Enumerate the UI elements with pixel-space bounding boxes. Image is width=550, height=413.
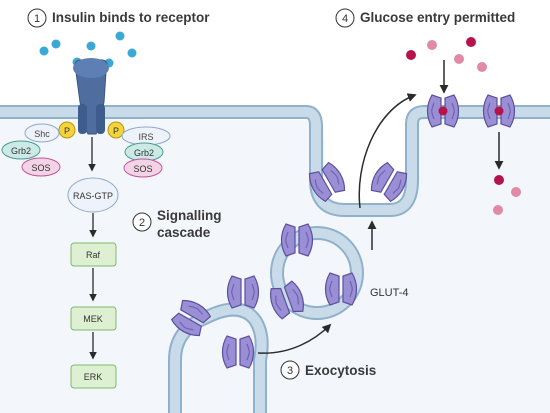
step-1-number: 1 — [34, 13, 40, 25]
glucose-in-transporter — [438, 106, 448, 116]
phospho-left-label: P — [64, 126, 70, 136]
insulin-receptor — [73, 58, 109, 135]
arrow-exocytosis — [257, 323, 332, 354]
glucose-molecules-inside — [493, 175, 521, 215]
step-2-badge — [132, 212, 152, 232]
glucose-in-transporter — [494, 106, 504, 116]
sos-right-protein — [123, 158, 163, 178]
step-4-number: 4 — [342, 13, 348, 25]
irs-label: IRS — [138, 132, 153, 142]
sos-right-label: SOS — [133, 164, 152, 174]
raf-box — [70, 242, 117, 267]
phospho-right-label: P — [113, 126, 119, 136]
arrow-vesicle-to-membrane — [358, 93, 417, 209]
step-3-label: Exocytosis — [305, 363, 376, 378]
sos-left-label: SOS — [31, 163, 50, 173]
step-4-badge — [335, 8, 355, 28]
erk-label: ERK — [84, 372, 103, 382]
step-4-label: Glucose entry permitted — [360, 10, 515, 25]
grb2-right-label: Grb2 — [134, 148, 154, 158]
erk-box — [70, 364, 117, 389]
phospho-right — [107, 121, 125, 139]
raf-label: Raf — [86, 250, 101, 260]
step-2-number: 2 — [139, 217, 145, 229]
step-3-badge — [280, 360, 300, 380]
step-1-badge — [27, 8, 47, 28]
ras-gtp-label: RAS-GTP — [73, 191, 113, 201]
grb2-left-protein — [1, 140, 41, 160]
step-3-number: 3 — [287, 365, 293, 377]
phospho-left — [58, 121, 76, 139]
mek-box — [70, 306, 117, 331]
sos-left-protein — [21, 157, 61, 177]
ras-gtp-node — [67, 177, 119, 213]
step-1-label: Insulin binds to receptor — [52, 10, 210, 25]
glucose-molecules-outside — [406, 37, 487, 72]
mek-label: MEK — [83, 314, 103, 324]
step-2-label-line1: Signalling — [157, 208, 222, 223]
step-2-label-line2: cascade — [157, 225, 211, 240]
shc-label: Shc — [34, 129, 50, 139]
shc-protein — [24, 123, 60, 143]
grb2-left-label: Grb2 — [11, 146, 31, 156]
glut4-label: GLUT-4 — [370, 287, 409, 299]
